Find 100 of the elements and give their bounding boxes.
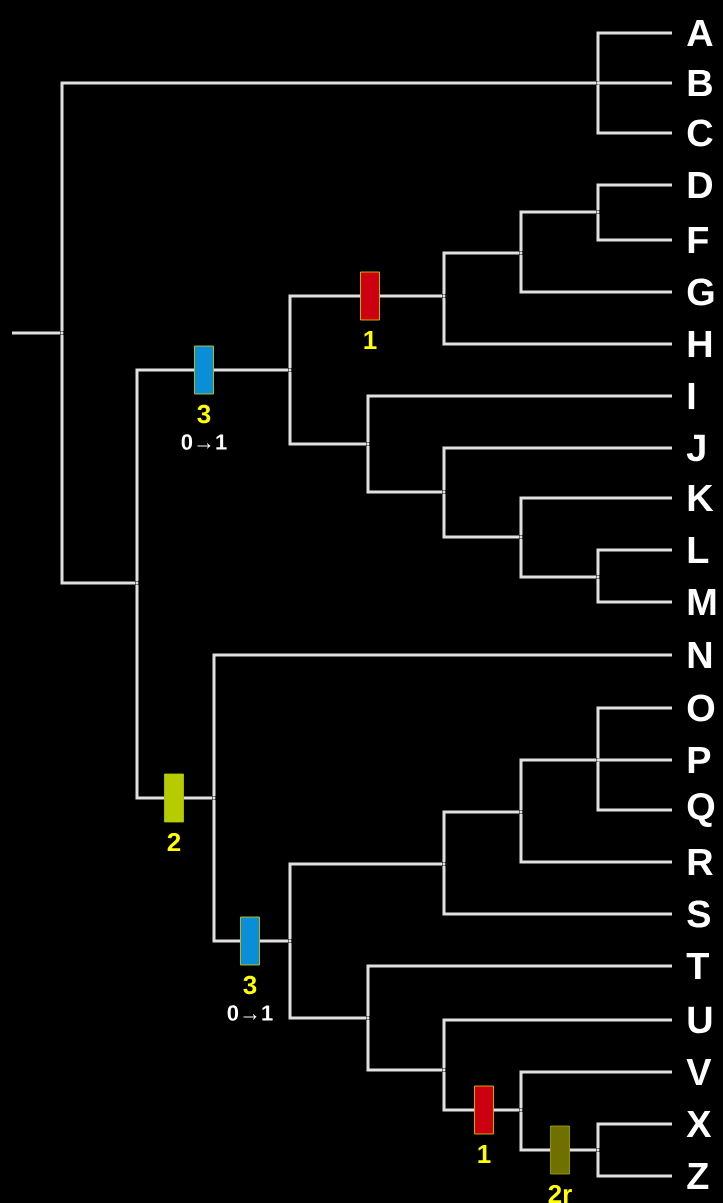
- branch-point: [442, 1068, 446, 1072]
- taxon-label: M: [688, 588, 716, 616]
- branch-point: [596, 81, 600, 85]
- taxon-label: G: [687, 278, 714, 306]
- branch-point: [288, 939, 292, 943]
- branch-line: [442, 297, 672, 346]
- branch-line: [442, 1018, 672, 1069]
- branch-point: [519, 535, 523, 539]
- branch-line: [596, 31, 672, 82]
- state-change-label: 0→1: [227, 1005, 273, 1021]
- character-number: 3: [197, 404, 211, 424]
- taxon-label: V: [686, 1058, 712, 1086]
- taxon-label: J: [686, 434, 705, 462]
- branch-line: [519, 1111, 551, 1152]
- branch-point: [519, 810, 523, 814]
- branch-line: [519, 813, 672, 864]
- branch-point: [442, 490, 446, 494]
- taxon-label: H: [688, 330, 712, 358]
- branch-point: [442, 862, 446, 866]
- branch-line: [493, 1108, 520, 1112]
- branch-point: [135, 581, 139, 585]
- branch-point: [596, 758, 600, 762]
- taxon-label: T: [686, 952, 709, 980]
- branch-line: [213, 368, 289, 372]
- taxon-label: K: [688, 484, 714, 512]
- taxon-label: S: [687, 900, 711, 928]
- branch-line: [288, 371, 367, 446]
- character-number: 2r: [548, 1184, 572, 1203]
- taxon-label: C: [687, 119, 713, 147]
- branch-point: [366, 442, 370, 446]
- branch-line: [442, 493, 520, 539]
- taxon-label: X: [686, 1110, 712, 1138]
- taxon-label: P: [688, 746, 711, 774]
- branch-line: [596, 578, 672, 604]
- branch-point: [596, 575, 600, 579]
- branch-line: [135, 584, 165, 800]
- taxon-label: U: [688, 1006, 712, 1034]
- taxon-label: O: [687, 694, 715, 722]
- branch-point: [60, 331, 64, 335]
- branch-line: [596, 1151, 672, 1178]
- branch-line: [259, 939, 289, 943]
- branch-point: [366, 1016, 370, 1020]
- branch-line: [135, 368, 195, 582]
- taxon-label: D: [688, 171, 713, 199]
- branch-line: [598, 81, 672, 85]
- taxon-label: Z: [687, 1162, 709, 1190]
- branch-line: [442, 865, 672, 916]
- branch-line: [288, 294, 361, 369]
- taxon-label: B: [688, 69, 712, 97]
- taxon-label: N: [688, 641, 712, 669]
- branch-line: [366, 1019, 443, 1072]
- branch-point: [519, 251, 523, 255]
- taxon-label: A: [687, 19, 713, 47]
- branch-line: [598, 758, 672, 762]
- branch-line: [596, 761, 672, 812]
- branch-line: [519, 758, 597, 811]
- branch-line: [366, 394, 672, 443]
- branch-line: [183, 796, 213, 800]
- branch-line: [288, 862, 443, 940]
- branch-line: [596, 213, 672, 242]
- character-number: 3: [243, 975, 257, 995]
- branch-line: [519, 496, 672, 536]
- taxon-label: R: [688, 848, 713, 876]
- branch-line: [442, 1071, 475, 1112]
- branch-point: [596, 1148, 600, 1152]
- character-number: 1: [478, 1145, 491, 1163]
- branch-line: [60, 334, 136, 585]
- branch-point: [212, 796, 216, 800]
- branch-line: [442, 446, 672, 491]
- branch-line: [569, 1148, 597, 1152]
- branch-line: [288, 942, 367, 1020]
- branch-point: [596, 210, 600, 214]
- branch-line: [596, 1122, 672, 1149]
- branch-point: [288, 368, 292, 372]
- branch-line: [596, 548, 672, 576]
- branch-line: [519, 210, 597, 252]
- taxon-label: L: [688, 536, 709, 564]
- branch-line: [519, 1070, 672, 1109]
- taxon-label: Q: [687, 793, 715, 827]
- branch-line: [442, 251, 520, 295]
- branch-line: [366, 445, 443, 494]
- branch-line: [379, 294, 443, 298]
- branch-line: [596, 84, 672, 135]
- character-number: 1: [364, 331, 377, 349]
- taxon-label: F: [688, 226, 708, 254]
- branch-line: [366, 964, 672, 1017]
- branch-line: [519, 538, 597, 579]
- branch-line: [12, 331, 61, 335]
- branch-line: [212, 799, 241, 943]
- branch-line: [519, 254, 672, 294]
- branch-line: [596, 183, 672, 211]
- taxon-label: I: [688, 382, 695, 410]
- branch-line: [442, 810, 520, 863]
- state-change-label: 0→1: [181, 434, 227, 450]
- branch-point: [519, 1108, 523, 1112]
- branch-line: [60, 81, 597, 332]
- branch-line: [212, 653, 672, 797]
- character-number: 2: [167, 832, 181, 852]
- branch-point: [442, 294, 446, 298]
- branch-line: [596, 706, 672, 759]
